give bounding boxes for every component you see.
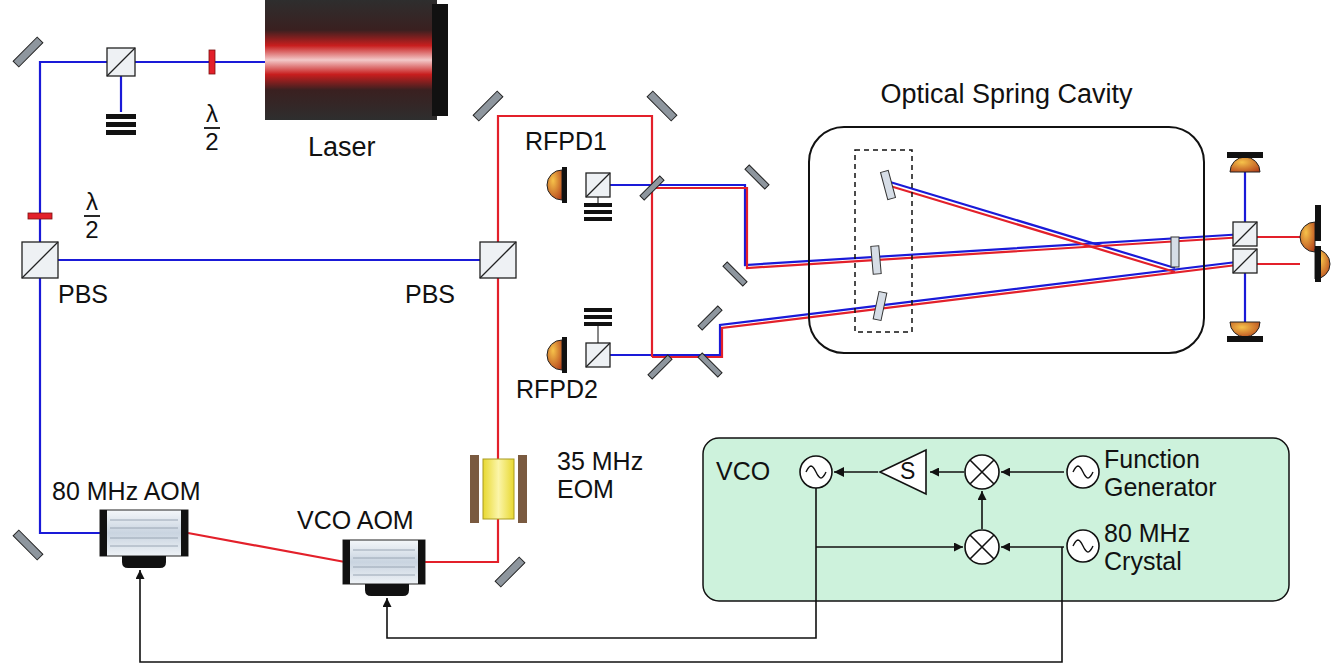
cavity-mirrors bbox=[871, 170, 1179, 320]
eom bbox=[470, 455, 527, 523]
half-wave-plate bbox=[209, 50, 215, 74]
node-label: VCO bbox=[716, 458, 770, 486]
half-wave-plate bbox=[28, 213, 52, 219]
blue-beams bbox=[40, 62, 1245, 533]
vco-oscillator: VCO bbox=[712, 452, 834, 492]
mixers bbox=[965, 455, 999, 564]
aom-label: VCO AOM bbox=[297, 507, 414, 535]
eom-label: 35 MHz EOM bbox=[557, 448, 657, 503]
laser-label: Laser bbox=[308, 133, 376, 163]
mirror-group bbox=[855, 150, 912, 332]
electronics-panel bbox=[703, 438, 1289, 601]
beam-dumps bbox=[106, 114, 612, 326]
waveplate-label: λ 2 bbox=[80, 188, 104, 244]
node-label: S bbox=[900, 459, 915, 484]
aom-label: 80 MHz AOM bbox=[52, 478, 201, 506]
photodiodes bbox=[547, 152, 1330, 373]
aom-80 bbox=[100, 510, 188, 568]
aom-vco bbox=[343, 540, 425, 596]
node-label: Function Generator bbox=[1104, 446, 1254, 501]
dump-links bbox=[598, 197, 599, 343]
cavity-outline bbox=[808, 126, 1205, 354]
photodetector-label: RFPD1 bbox=[525, 128, 607, 156]
pbs-label: PBS bbox=[405, 281, 455, 309]
laser bbox=[265, 0, 448, 120]
node-label: 80 MHz Crystal bbox=[1104, 520, 1234, 575]
pbs-label: PBS bbox=[58, 281, 108, 309]
mirrors bbox=[13, 37, 769, 587]
crystal-oscillator: 80 MHz Crystal bbox=[1064, 518, 1264, 580]
photodetector-label: RFPD2 bbox=[516, 376, 598, 404]
cavity-box: Optical Spring Cavity bbox=[808, 74, 1205, 354]
red-beams bbox=[188, 116, 1300, 562]
waveplate-label: λ 2 bbox=[200, 100, 224, 156]
beam-splitter-cubes bbox=[22, 48, 1257, 367]
fraction-bars bbox=[84, 128, 220, 216]
function-generator: Function Generator bbox=[1064, 444, 1276, 506]
node-label: Optical Spring Cavity bbox=[808, 74, 1205, 110]
signal-wire bbox=[834, 471, 878, 473]
servo-amplifier: S bbox=[878, 448, 928, 496]
